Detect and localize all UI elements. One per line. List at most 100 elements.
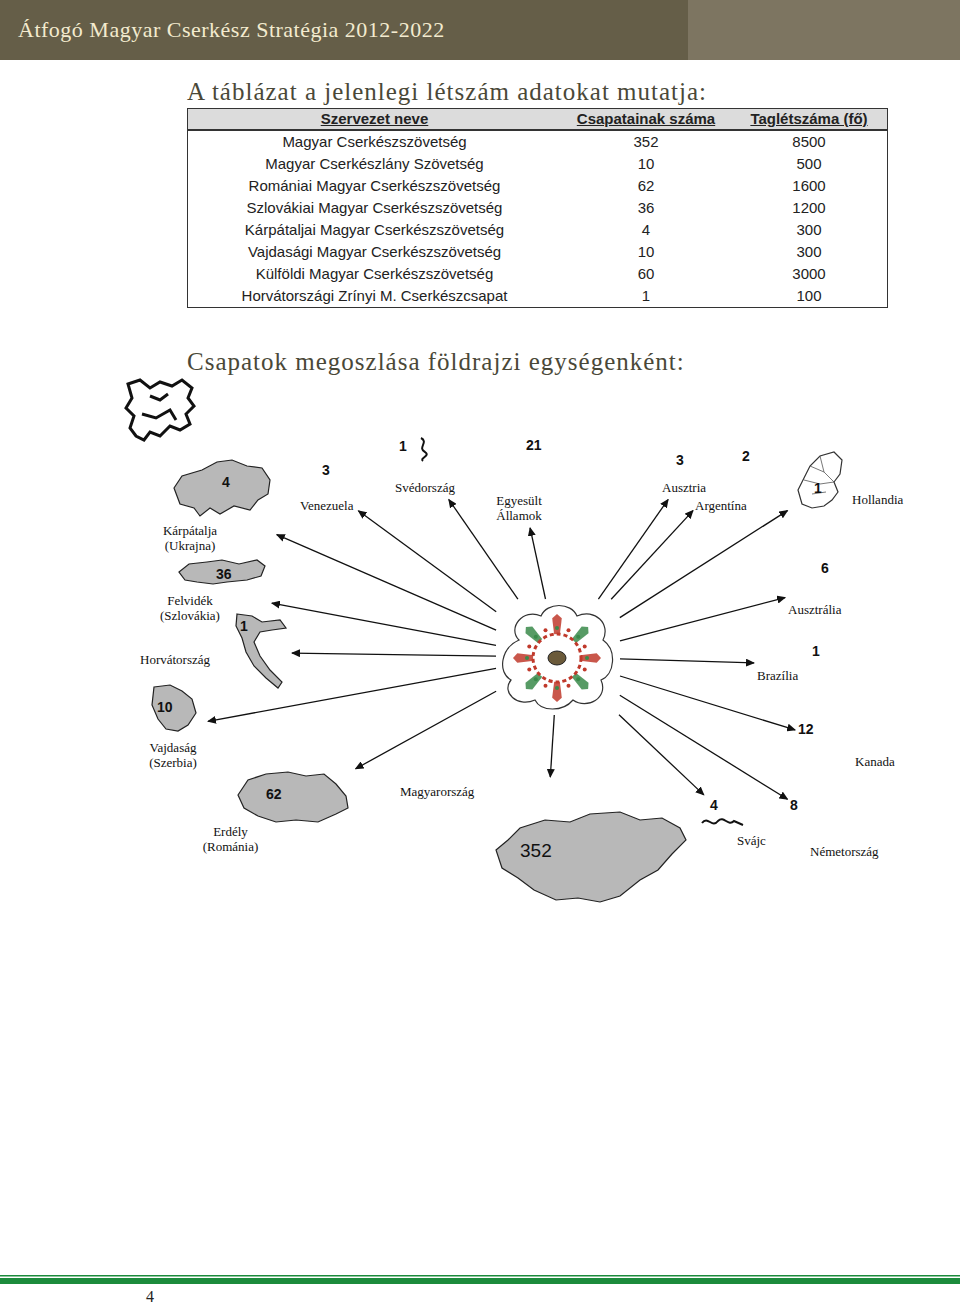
place-name: Hollandia [852,492,903,507]
table-cell: 10 [561,153,731,175]
connector-arrow [277,535,496,630]
table-cell: 300 [731,219,887,241]
emblem-dot [583,645,587,649]
table-cell: 352 [561,131,731,153]
data-table: Szervezet neveCsapatainak számaTaglétszá… [187,108,888,308]
table-cell: 100 [731,285,887,307]
map-shape [236,770,351,825]
country-node: Magyarország352 [400,780,692,907]
emblem-dot [583,668,587,672]
team-count: 4 [222,474,230,490]
table-row: Vajdasági Magyar Cserkészszövetség10300 [188,241,887,263]
table-cell: 62 [561,175,731,197]
table-row: Kárpátaljai Magyar Cserkészszövetség4300 [188,219,887,241]
center-cloud [497,600,619,714]
team-count: 10 [157,699,173,715]
map-shape [415,436,433,462]
emblem-dot [555,626,559,630]
table-cell: Magyar Cserkészszövetség [188,131,561,153]
place-name: Svájc [737,833,766,848]
page-title: Átfogó Magyar Cserkész Stratégia 2012-20… [18,17,445,43]
table-row: Külföldi Magyar Cserkészszövetség603000 [188,263,887,285]
team-count: 8 [790,797,798,813]
table-cell: Külföldi Magyar Cserkészszövetség [188,263,561,285]
country-outline [152,685,196,731]
team-count: 4 [710,797,718,813]
emblem-dot [527,668,531,672]
connector-arrow [356,691,497,769]
place-name: Svédország [395,480,455,495]
place-name: Vajdaság (Szerbia) [143,740,203,770]
country-node: 1Hollandia [790,450,906,512]
connector-arrow [620,598,785,641]
country-node: 4Svájc [700,797,768,850]
place-name: Németország [810,844,879,859]
place-name: Kárpátalja (Ukrajna) [150,523,230,553]
table-cell: Romániai Magyar Cserkészszövetség [188,175,561,197]
country-outline [496,812,686,902]
table-cell: Kárpátaljai Magyar Cserkészszövetség [188,219,561,241]
connector-arrow [619,715,704,795]
emblem-center [548,651,566,665]
team-count: 3 [322,462,330,478]
country-node: 4Kárpátalja (Ukrajna) [150,458,274,555]
place-name: Kanada [855,754,895,769]
place-name: Horvátország [140,652,210,667]
emblem-dot [525,656,529,660]
country-node: 3Venezuela [300,462,356,515]
table-header-cell: Szervezet neve [188,109,561,129]
table-header-row: Szervezet neveCsapatainak számaTaglétszá… [188,109,887,131]
team-count: 1 [240,618,248,634]
connector-arrow [272,603,496,645]
table-cell: Szlovákiai Magyar Cserkészszövetség [188,197,561,219]
country-node: 62Erdély (Románia) [198,770,353,856]
map-fragment [126,380,194,440]
place-name: Egyesült Államok [488,493,550,523]
country-node: 1Horvátország [140,612,289,692]
table-header-cell: Taglétszáma (fő) [731,109,887,129]
cloud-outline [503,606,613,710]
table-cell: 3000 [731,263,887,285]
emblem-ring [533,634,581,682]
emblem-dot [544,684,548,688]
table-cell: 1600 [731,175,887,197]
emblem-dot [576,635,580,639]
connector-arrow [292,653,496,656]
team-count: 62 [266,786,282,802]
country-node: 36Felvidék (Szlovákia) [150,558,269,625]
country-node: 10Vajdaság (Szerbia) [143,683,205,772]
team-count: 1 [814,480,822,496]
table-cell: Horvátországi Zrínyi M. Cserkészcsapat [188,285,561,307]
country-node: 6Ausztrália [788,560,844,619]
emblem-dot [555,686,559,690]
country-node: 12Kanada [798,721,897,771]
table-header-cell: Csapatainak száma [561,109,731,129]
map-shape [148,683,198,733]
place-name: Magyarország [400,784,474,799]
connector-arrow [620,695,788,799]
map-shape [700,815,745,829]
table-cell: 500 [731,153,887,175]
place-name: Ausztria [662,480,706,495]
table-row: Horvátországi Zrínyi M. Cserkészcsapat11… [188,285,887,307]
emblem-dot [576,677,580,681]
connector-arrow [208,668,496,721]
emblem-dot [534,677,538,681]
table-cell: 4 [561,219,731,241]
country-outline [174,460,270,516]
country-node: 2Argentína [695,440,752,515]
table-row: Szlovákiai Magyar Cserkészszövetség36120… [188,197,887,219]
country-node: 8Németország [790,797,881,861]
emblem-dot [567,684,571,688]
header-bar-right [688,0,960,60]
footer-band [0,1278,960,1284]
country-outline [798,452,842,508]
table-row: Magyar Cserkészlány Szövetség10500 [188,153,887,175]
country-outline [238,772,348,822]
country-outline [702,819,743,825]
emblem-dot [527,645,531,649]
table-cell: 36 [561,197,731,219]
table-cell: 8500 [731,131,887,153]
team-count: 2 [742,448,750,464]
connector-arrow [620,511,788,618]
